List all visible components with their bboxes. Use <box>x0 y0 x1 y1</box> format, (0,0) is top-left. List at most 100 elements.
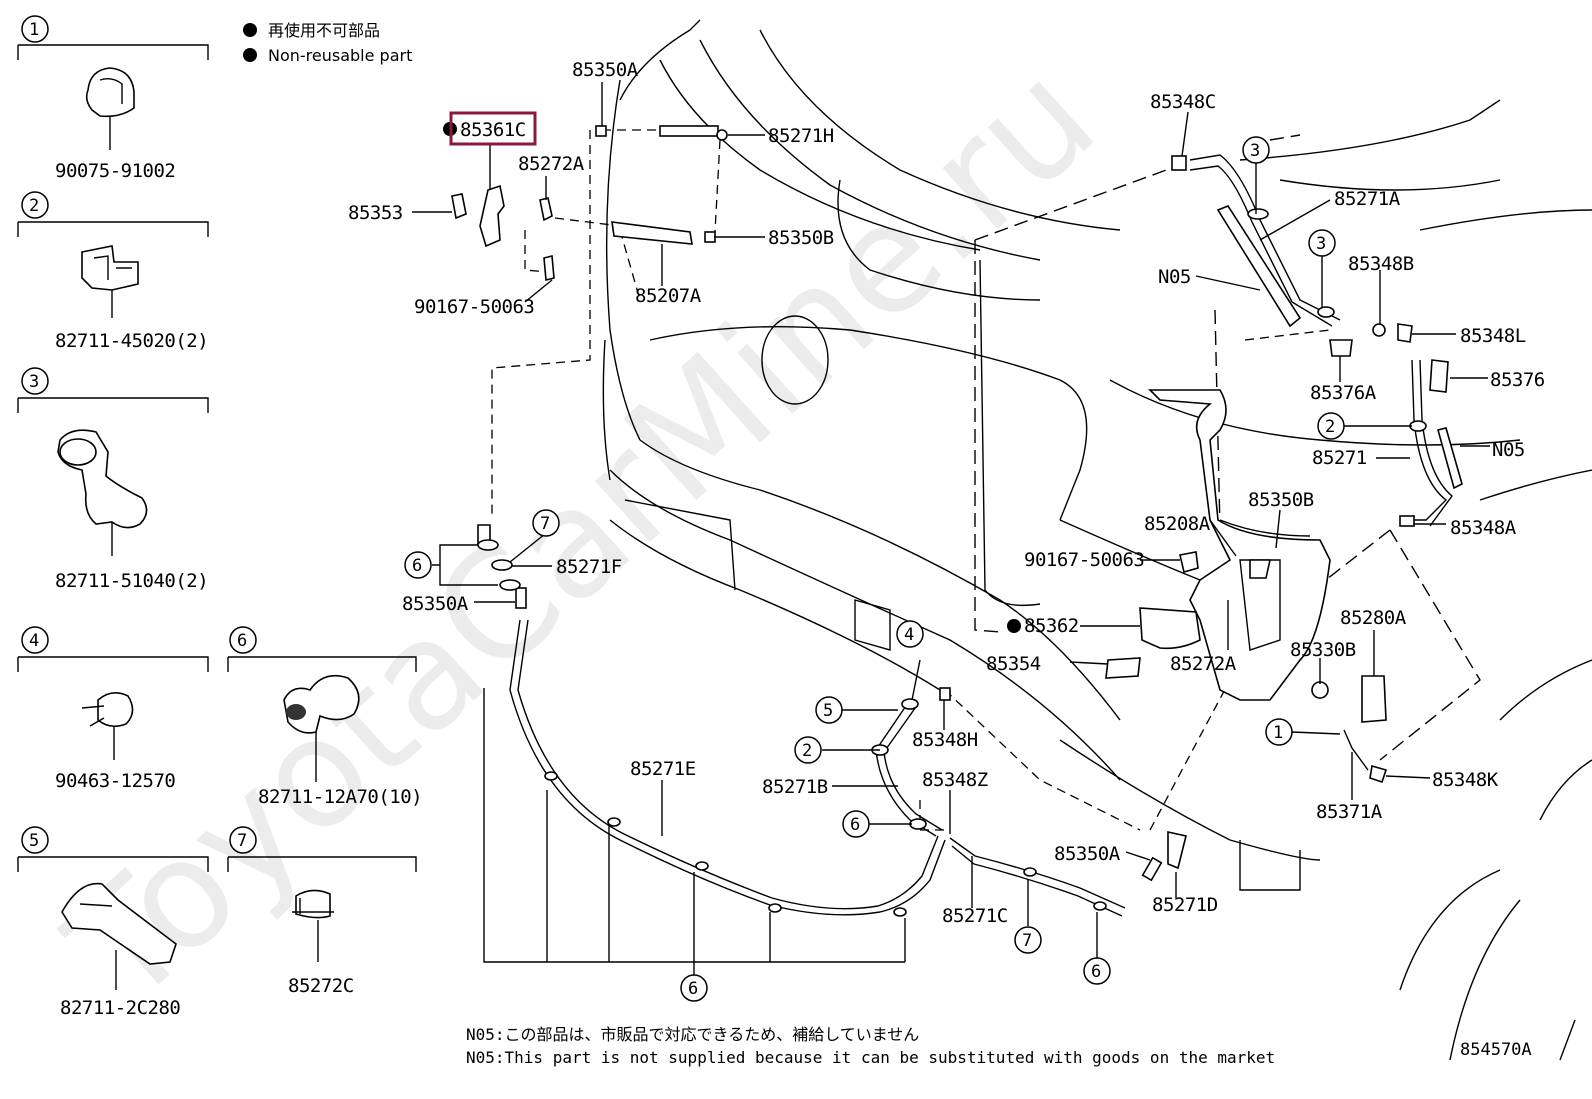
key-item-3: 3 82711-51040(2) <box>17 367 209 592</box>
part-label[interactable]: 85271H <box>768 125 834 147</box>
key-part-number: 85272C <box>288 975 354 997</box>
pump-part <box>1361 675 1387 723</box>
legend-en: Non-reusable part <box>268 46 412 65</box>
part-label[interactable]: 85271C <box>942 905 1008 927</box>
legend-jp: 再使用不可部品 <box>268 21 380 40</box>
key-part-number: 90463-12570 <box>55 770 175 792</box>
key-panel: 1 90075-91002 2 82711-45020(2) 3 82711-5… <box>17 15 423 1019</box>
ref-number: 6 <box>688 979 698 999</box>
key-part-number: 82711-51040(2) <box>55 570 208 592</box>
part-label[interactable]: 85350A <box>1054 843 1121 865</box>
leader-lines <box>412 82 1490 908</box>
part-label[interactable]: 85271D <box>1152 894 1218 916</box>
part-label-highlighted[interactable]: 85361C <box>460 119 526 141</box>
part-label[interactable]: 85350A <box>402 593 469 615</box>
part-label[interactable]: 90167-50063 <box>1024 549 1145 571</box>
part-label[interactable]: 85271F <box>556 556 622 578</box>
motor-part <box>1139 607 1201 650</box>
part-label[interactable]: 85348A <box>1450 517 1517 539</box>
bolt-part <box>543 254 555 282</box>
circled-references: 7 6 4 5 2 6 7 6 6 3 3 2 1 <box>404 136 1345 1002</box>
group-brackets <box>432 162 1412 975</box>
note-en: N05:This part is not supplied because it… <box>466 1048 1275 1067</box>
part-label[interactable]: 85353 <box>348 202 403 224</box>
key-item-1: 1 90075-91002 <box>17 15 209 182</box>
watermark: ToyotaCarMine.ru <box>37 31 1128 1038</box>
part-label[interactable]: 85348L <box>1460 325 1526 347</box>
bracket-part <box>479 184 505 248</box>
part-label[interactable]: 85271 <box>1312 447 1367 469</box>
part-label[interactable]: 85371A <box>1316 801 1383 823</box>
key-item-5: 5 82711-2C280 <box>17 826 209 1019</box>
clamp-part-icon <box>283 674 360 734</box>
non-reusable-marker-icon <box>1007 619 1021 633</box>
washer-nozzle-part <box>611 221 693 245</box>
hose-part <box>1216 205 1302 328</box>
part-label[interactable]: N05 <box>1492 439 1525 461</box>
key-item-4: 4 90463-12570 <box>17 626 209 792</box>
part-label[interactable]: 85348H <box>912 729 978 751</box>
ref-number: 7 <box>1022 931 1032 951</box>
ref-number: 2 <box>802 741 812 761</box>
ref-number: 1 <box>1273 723 1283 743</box>
part-callouts: 85350A 85361C 85271H 85272A 85353 85350B… <box>348 59 1545 927</box>
ref-number: 2 <box>1325 417 1335 437</box>
key-item-6: 6 82711-12A70(10) <box>227 626 423 808</box>
part-label[interactable]: 85271E <box>630 758 696 780</box>
washer-tank-part <box>1148 389 1331 701</box>
part-label[interactable]: 85376 <box>1490 369 1545 391</box>
part-label[interactable]: 85271B <box>762 776 828 798</box>
key-part-number: 82711-12A70(10) <box>258 786 422 808</box>
part-label[interactable]: 85348C <box>1150 91 1216 113</box>
part-label[interactable]: 85280A <box>1340 607 1407 629</box>
key-number: 3 <box>29 372 39 392</box>
key-part-number: 82711-45020(2) <box>55 330 208 352</box>
figure-id: 854570A <box>1460 1040 1532 1060</box>
part-label[interactable]: 85354 <box>986 653 1041 675</box>
part-label[interactable]: 85348K <box>1432 769 1499 791</box>
ref-number: 6 <box>412 556 422 576</box>
key-part-number: 90075-91002 <box>55 160 175 182</box>
ref-number: 7 <box>540 514 550 534</box>
key-number: 5 <box>29 831 39 851</box>
part-label[interactable]: 85271A <box>1334 188 1401 210</box>
note-jp: N05:この部品は、市販品で対応できるため、補給していません <box>466 1025 919 1044</box>
ref-number: 6 <box>1091 962 1101 982</box>
part-label[interactable]: 85208A <box>1144 513 1211 535</box>
band-clamp-icon <box>97 692 134 728</box>
part-label[interactable]: 85272A <box>518 153 585 175</box>
vehicle-body-outline <box>602 19 1592 1061</box>
part-label[interactable]: 90167-50063 <box>414 296 535 318</box>
highlighted-part-box[interactable] <box>449 111 537 146</box>
part-label[interactable]: 85350B <box>1248 489 1314 511</box>
legend: 再使用不可部品 Non-reusable part <box>243 21 412 65</box>
part-label[interactable]: 85272A <box>1170 653 1237 675</box>
part-label[interactable]: 85350B <box>768 227 834 249</box>
ref-number: 3 <box>1250 141 1260 161</box>
footnotes: N05:この部品は、市販品で対応できるため、補給していません N05:This … <box>466 1025 1275 1067</box>
key-number: 6 <box>237 631 247 651</box>
key-item-7: 7 85272C <box>227 826 417 997</box>
key-number: 1 <box>29 20 39 40</box>
part-label[interactable]: 85362 <box>1024 615 1079 637</box>
ref-number: 5 <box>823 701 833 721</box>
key-item-2: 2 82711-45020(2) <box>17 191 209 352</box>
part-label[interactable]: 85348B <box>1348 253 1414 275</box>
part-label[interactable]: 85376A <box>1310 382 1377 404</box>
clip-part-icon <box>61 882 177 965</box>
part-label[interactable]: 85207A <box>635 285 702 307</box>
part-label[interactable]: 85348Z <box>922 769 988 791</box>
part-label[interactable]: 85330B <box>1290 639 1356 661</box>
clip-part-icon <box>295 889 331 919</box>
part-label[interactable]: 85350A <box>572 59 639 81</box>
non-reusable-marker-icon <box>243 48 257 62</box>
key-number: 2 <box>29 196 39 216</box>
parts <box>451 125 1463 917</box>
clamp-part-icon <box>85 67 135 118</box>
key-part-number: 82711-2C280 <box>60 997 180 1019</box>
key-number: 4 <box>29 631 39 651</box>
part-label[interactable]: N05 <box>1158 266 1191 288</box>
clip-part-icon <box>81 245 139 291</box>
ref-number: 3 <box>1316 234 1326 254</box>
